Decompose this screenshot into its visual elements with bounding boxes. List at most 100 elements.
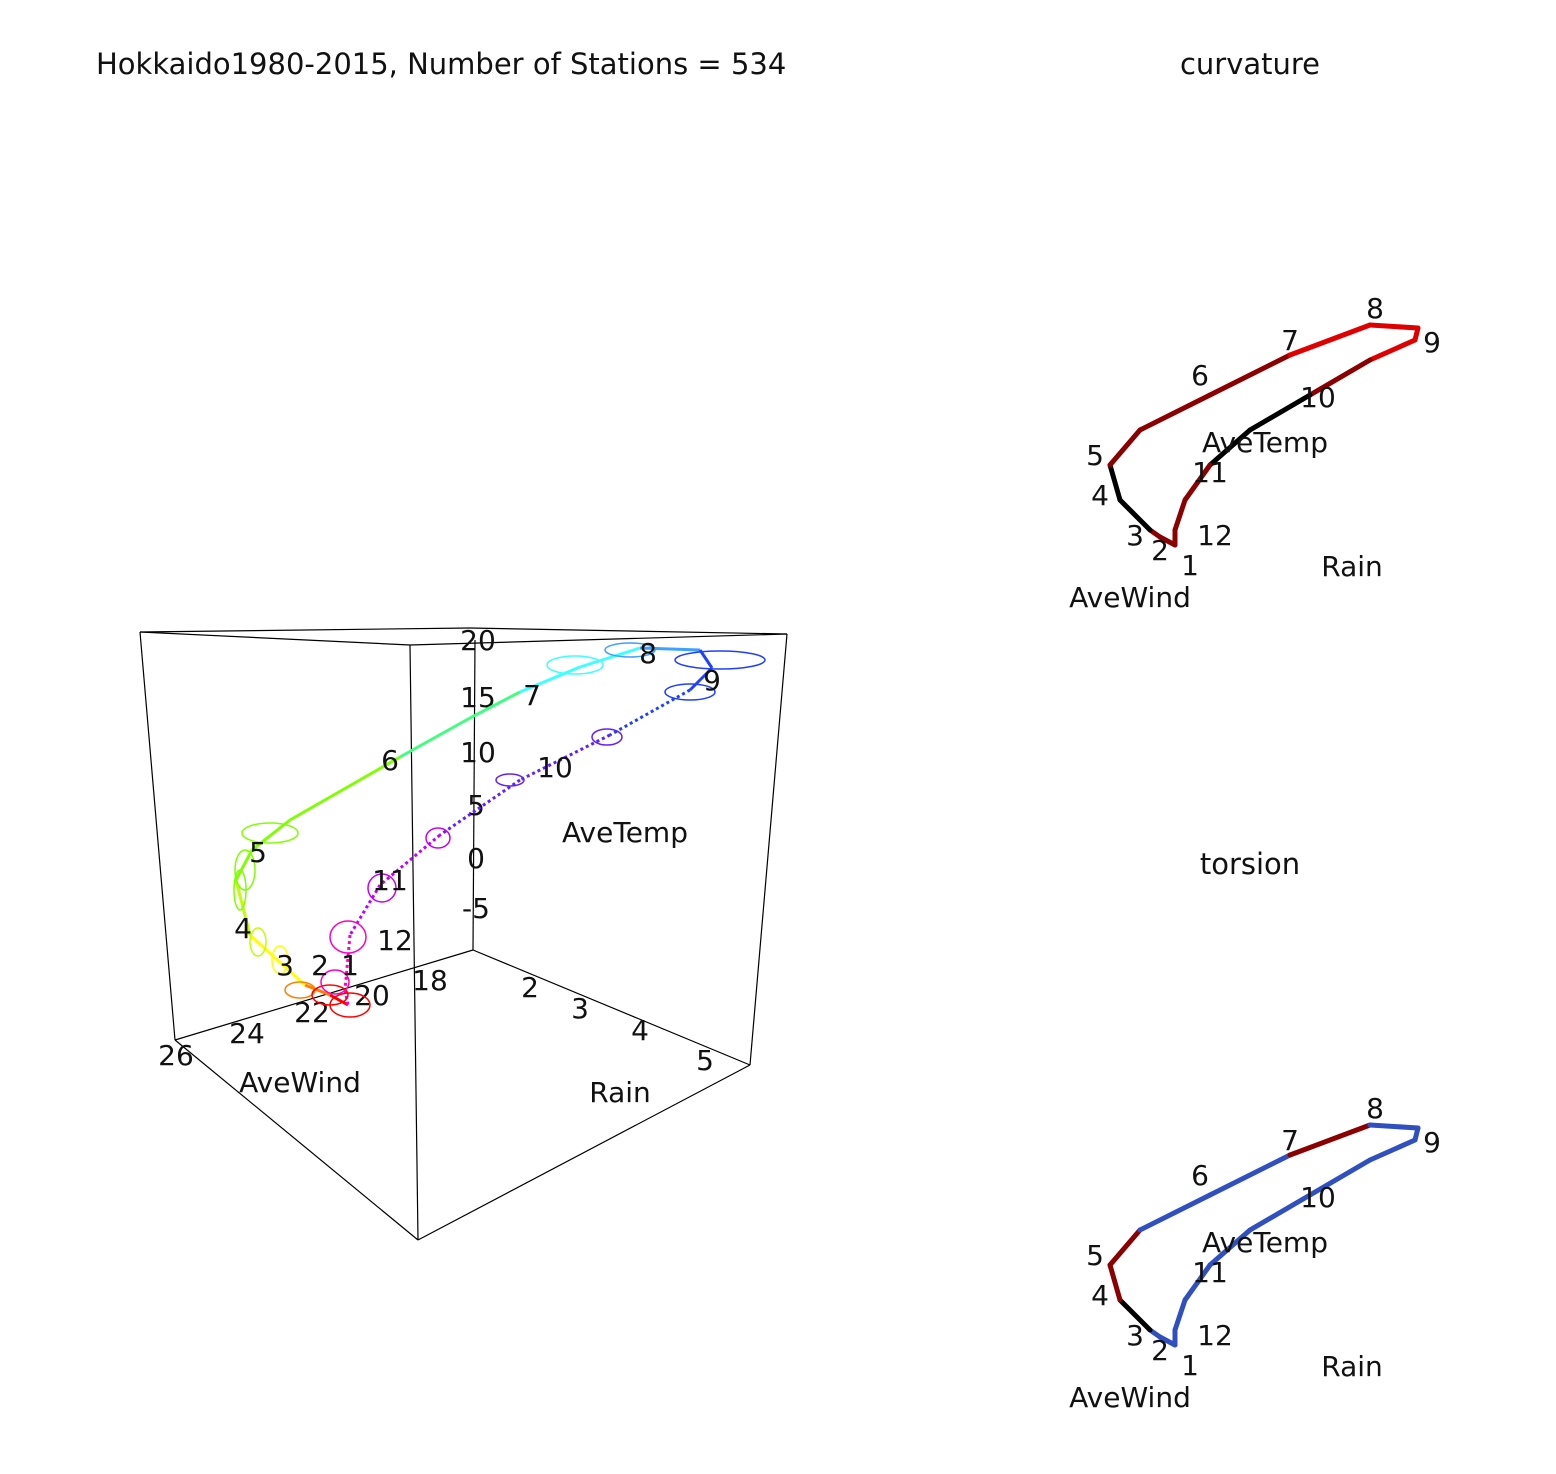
- curve-segment: [1137, 392, 1213, 433]
- curve-segment: [343, 989, 350, 1006]
- box-edge: [472, 949, 751, 1066]
- z-tick-label: 15: [460, 681, 496, 714]
- box-edge: [139, 631, 411, 646]
- z-tick-label: -5: [462, 892, 490, 925]
- month-label: 8: [639, 637, 657, 670]
- curve-segment: [289, 755, 401, 822]
- month-label: 4: [1091, 1279, 1109, 1312]
- month-label: 2: [1151, 1334, 1169, 1367]
- curve-segment: [1247, 392, 1313, 433]
- month-label: 3: [276, 949, 294, 982]
- month-label: 10: [1300, 1181, 1336, 1214]
- axis-label-avetemp: AveTemp: [1202, 426, 1328, 459]
- month-label: 5: [1086, 1239, 1104, 1272]
- curve-segment: [1207, 1227, 1253, 1268]
- month-label: 11: [1192, 456, 1228, 489]
- month-label: 6: [381, 744, 399, 777]
- uncertainty-ellipse: [329, 992, 371, 1018]
- curve-segment: [519, 733, 611, 782]
- curve-segment: [379, 833, 441, 887]
- box-edge: [174, 1039, 419, 1241]
- curve-segment: [1107, 1262, 1123, 1303]
- month-label: 11: [1192, 1256, 1228, 1289]
- main-3d-plot: 20151050-518202224262345123456789101112A…: [158, 624, 766, 1109]
- curve-segment: [304, 983, 331, 997]
- x-tick-label: 18: [412, 964, 448, 997]
- box-edge: [174, 949, 474, 1041]
- curve-segment: [1367, 337, 1418, 363]
- curve-segment: [348, 884, 382, 936]
- z-tick-label: 5: [467, 789, 485, 822]
- month-label: 4: [234, 912, 252, 945]
- month-label: 10: [1300, 381, 1336, 414]
- uncertainty-ellipse: [234, 849, 256, 891]
- curve-segment: [1182, 462, 1213, 503]
- curve-segment: [639, 646, 701, 652]
- curve-segment: [439, 778, 521, 837]
- curve-segment: [1182, 1262, 1213, 1303]
- curve-segment: [1107, 462, 1123, 503]
- box-edge: [139, 631, 176, 1041]
- y-tick-label: 4: [631, 1014, 649, 1047]
- curve-segment: [248, 933, 307, 987]
- month-label: 1: [1181, 549, 1199, 582]
- curve-segment: [1307, 357, 1373, 398]
- uncertainty-ellipse: [271, 945, 289, 975]
- curve-segment: [1172, 497, 1188, 533]
- curve-segment: [1117, 497, 1153, 533]
- box-edge: [749, 633, 788, 1066]
- uncertainty-ellipse: [241, 822, 299, 844]
- box-edge: [417, 1064, 751, 1241]
- month-label: 9: [703, 664, 721, 697]
- y-axis-label: Rain: [589, 1076, 651, 1109]
- month-label: 9: [1423, 326, 1441, 359]
- curve-segment: [1287, 322, 1373, 358]
- month-label: 3: [1126, 1319, 1144, 1352]
- month-label: 7: [1281, 1124, 1299, 1157]
- month-label: 8: [1366, 1092, 1384, 1125]
- curve-segment: [1107, 427, 1143, 468]
- axis-label-rain: Rain: [1321, 1350, 1383, 1383]
- month-label: 6: [1191, 1159, 1209, 1192]
- month-label: 11: [372, 864, 408, 897]
- month-label: 2: [1151, 534, 1169, 567]
- main-title: Hokkaido1980-2015, Number of Stations = …: [96, 47, 786, 81]
- z-tick-label: 10: [460, 736, 496, 769]
- month-label: 7: [523, 679, 541, 712]
- curvature-title: curvature: [1180, 47, 1320, 81]
- x-axis-label: AveWind: [239, 1066, 361, 1099]
- z-tick-label: 0: [467, 842, 485, 875]
- uncertainty-ellipse: [495, 773, 525, 787]
- uncertainty-ellipse: [367, 873, 397, 903]
- z-tick-label: 20: [460, 624, 496, 657]
- axis-label-rain: Rain: [1321, 550, 1383, 583]
- uncertainty-ellipse: [674, 650, 766, 670]
- x-tick-label: 26: [158, 1039, 194, 1072]
- uncertainty-ellipse: [604, 642, 656, 658]
- axis-label-avewind: AveWind: [1069, 1381, 1191, 1414]
- curve-segment: [469, 690, 521, 720]
- month-label: 3: [1126, 519, 1144, 552]
- curve-segment: [1367, 322, 1421, 331]
- month-label: 5: [249, 836, 267, 869]
- curve-segment: [1172, 1297, 1188, 1333]
- curve-segment: [1117, 1297, 1153, 1333]
- month-label: 12: [377, 924, 413, 957]
- curve-segment: [579, 646, 641, 669]
- month-label: 5: [1086, 439, 1104, 472]
- axis-label-avetemp: AveTemp: [1202, 1226, 1328, 1259]
- month-label: 1: [1181, 1349, 1199, 1382]
- month-label: 12: [1197, 519, 1233, 552]
- uncertainty-ellipse: [329, 920, 367, 954]
- x-tick-label: 24: [229, 1017, 265, 1050]
- y-tick-label: 3: [571, 992, 589, 1025]
- curve-segment: [329, 993, 349, 1007]
- curve-segment: [1137, 1192, 1213, 1233]
- z-axis-label: AveTemp: [562, 816, 688, 849]
- curve-segment: [1247, 1192, 1313, 1233]
- uncertainty-ellipse: [249, 927, 267, 957]
